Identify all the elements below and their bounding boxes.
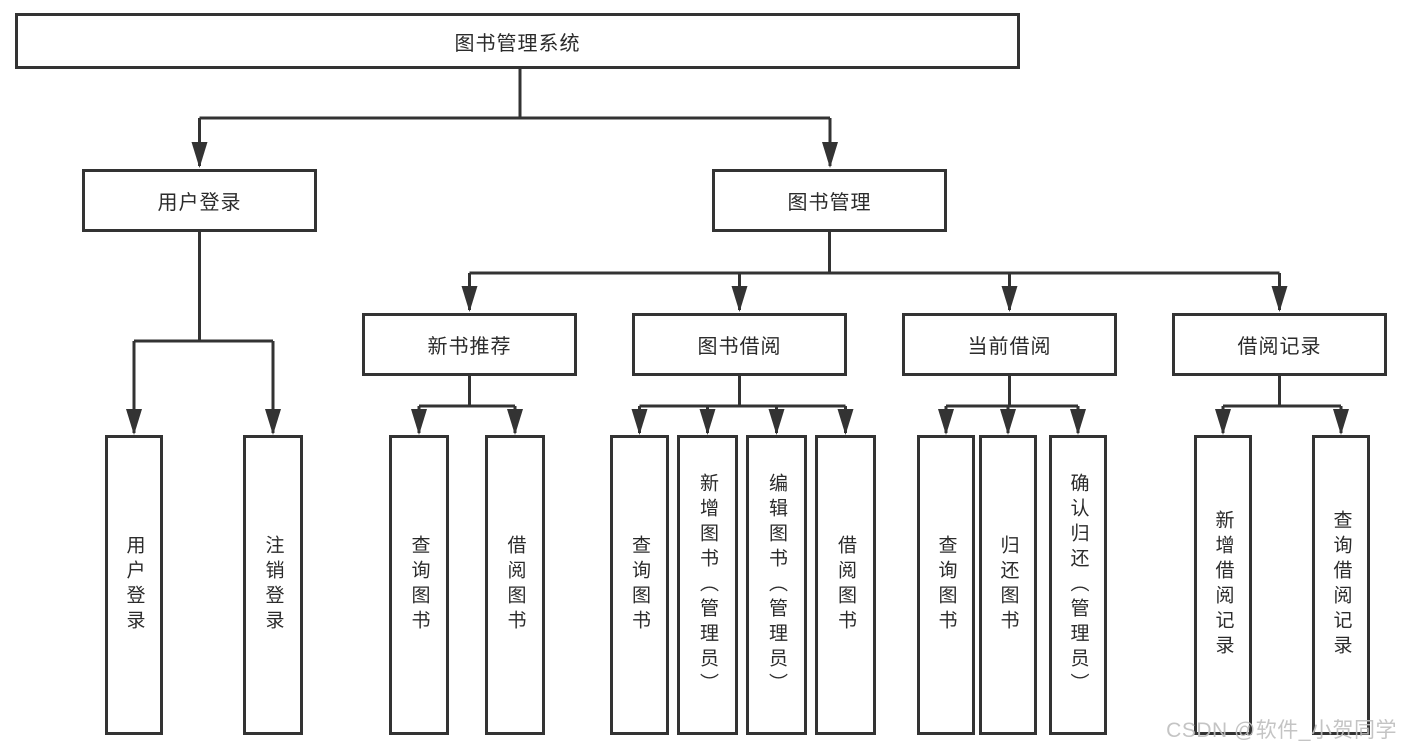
node-book-borrow-label: 图书借阅 — [697, 336, 782, 358]
leaf-current-return: 归还图书 — [979, 435, 1037, 735]
leaf-current-query: 查询图书 — [917, 435, 975, 735]
leaf-borrow-query-label: 查询图书 — [629, 535, 650, 635]
leaf-current-confirm-admin-label: 确认归还（管理员） — [1067, 472, 1089, 698]
leaf-user-login: 用户登录 — [105, 435, 163, 735]
leaf-record-add: 新增借阅记录 — [1194, 435, 1252, 735]
leaf-borrow-add-admin: 新增图书（管理员） — [677, 435, 738, 735]
leaf-current-return-label: 归还图书 — [997, 535, 1019, 635]
node-book-management-label: 图书管理 — [787, 192, 872, 214]
leaf-record-query: 查询借阅记录 — [1312, 435, 1370, 735]
leaf-user-login-label: 用户登录 — [123, 535, 145, 635]
node-user-login-label: 用户登录 — [157, 192, 242, 214]
leaf-borrow-edit-admin: 编辑图书（管理员） — [746, 435, 807, 735]
leaf-record-add-label: 新增借阅记录 — [1212, 510, 1234, 660]
node-current-borrow: 当前借阅 — [902, 313, 1117, 376]
node-root: 图书管理系统 — [15, 13, 1020, 69]
leaf-logout-label: 注销登录 — [262, 535, 284, 635]
node-new-book-recommend: 新书推荐 — [362, 313, 577, 376]
node-current-borrow-label: 当前借阅 — [967, 336, 1052, 358]
leaf-current-query-label: 查询图书 — [935, 535, 957, 635]
leaf-newbook-query-label: 查询图书 — [408, 535, 430, 635]
leaf-newbook-borrow: 借阅图书 — [485, 435, 545, 735]
leaf-borrow-borrow: 借阅图书 — [815, 435, 876, 735]
csdn-watermark: CSDN @软件_小贺同学 — [1166, 719, 1397, 742]
leaf-borrow-edit-admin-label: 编辑图书（管理员） — [766, 472, 787, 698]
leaf-borrow-borrow-label: 借阅图书 — [835, 535, 856, 635]
leaf-borrow-query: 查询图书 — [610, 435, 669, 735]
leaf-borrow-add-admin-label: 新增图书（管理员） — [697, 472, 718, 698]
node-book-management: 图书管理 — [712, 169, 947, 232]
leaf-current-confirm-admin: 确认归还（管理员） — [1049, 435, 1107, 735]
leaf-newbook-borrow-label: 借阅图书 — [504, 535, 526, 635]
leaf-newbook-query: 查询图书 — [389, 435, 449, 735]
node-borrow-records: 借阅记录 — [1172, 313, 1387, 376]
node-user-login: 用户登录 — [82, 169, 317, 232]
node-root-label: 图书管理系统 — [454, 32, 581, 55]
node-new-book-recommend-label: 新书推荐 — [427, 336, 512, 358]
leaf-logout: 注销登录 — [243, 435, 303, 735]
node-borrow-records-label: 借阅记录 — [1237, 336, 1322, 358]
node-book-borrow: 图书借阅 — [632, 313, 847, 376]
leaf-record-query-label: 查询借阅记录 — [1330, 510, 1352, 660]
